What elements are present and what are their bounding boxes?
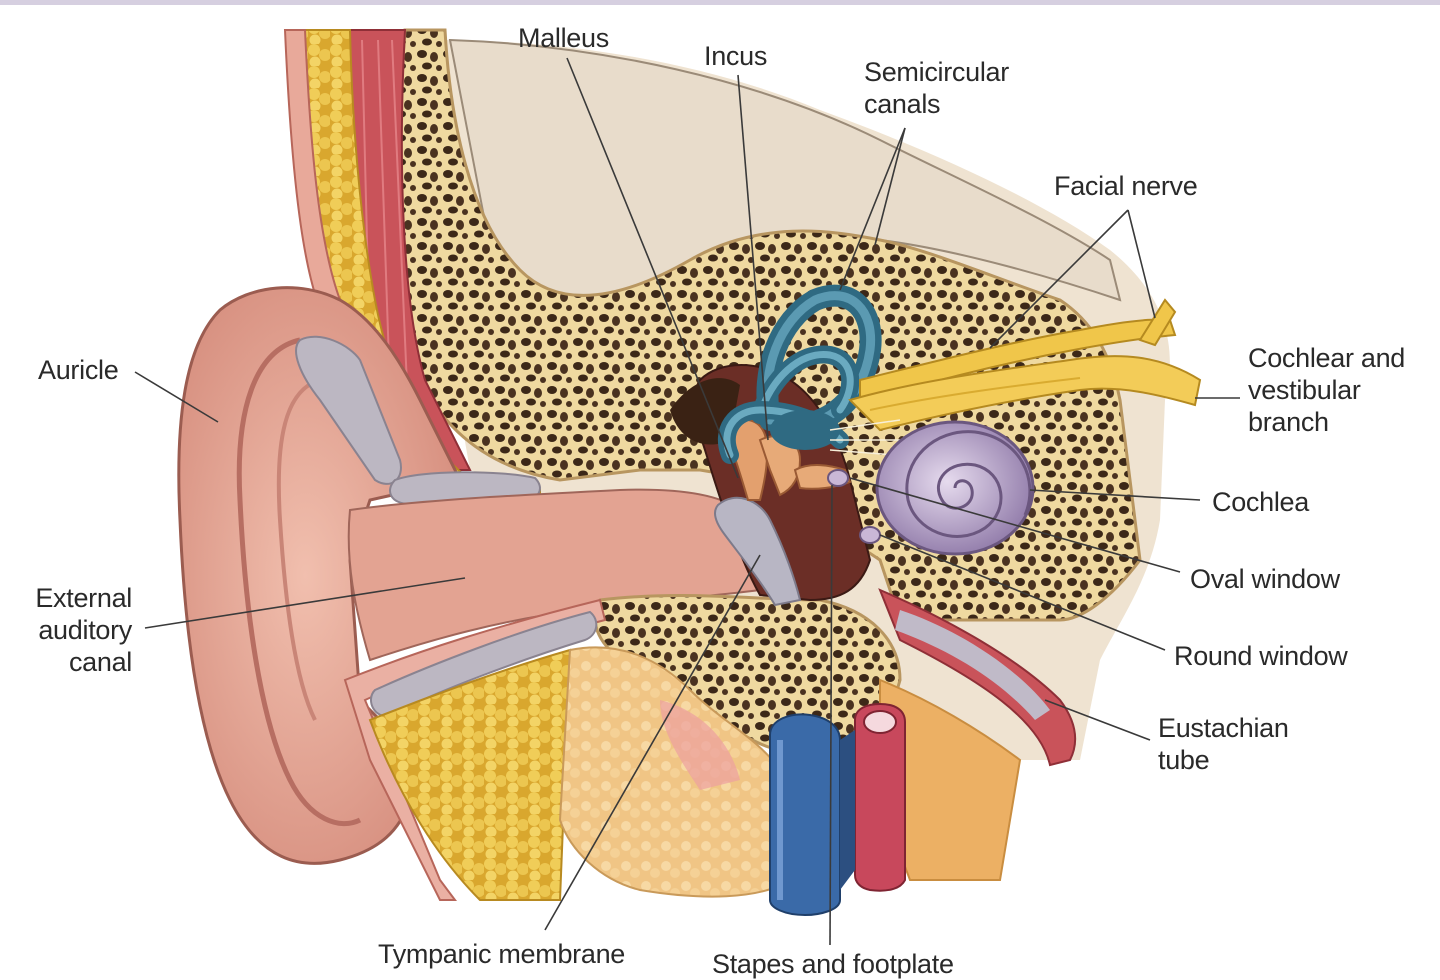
- label-facial-nerve: Facial nerve: [1054, 171, 1198, 201]
- label-round-window: Round window: [1174, 641, 1348, 671]
- leader-facial-a: [989, 209, 1129, 349]
- leader-semicircular-a: [839, 127, 906, 291]
- leader-auricle: [134, 371, 219, 423]
- label-external-auditory-canal: External auditory canal: [35, 583, 132, 677]
- label-semicircular-canals: Semicircular canals: [864, 57, 1009, 119]
- label-malleus: Malleus: [518, 23, 609, 53]
- label-tympanic-membrane: Tympanic membrane: [378, 939, 625, 969]
- tympanic-membrane-shape: [713, 496, 802, 607]
- leader-external: [144, 577, 466, 629]
- cochlear-vestibular-nerve: [848, 355, 1202, 432]
- leader-facial-b: [1127, 209, 1156, 319]
- leader-stapes: [829, 484, 833, 946]
- vestibule: [770, 410, 840, 450]
- internal-carotid-artery: [854, 702, 906, 892]
- label-cochlear-vestibular-branch: Cochlear and vestibular branch: [1248, 343, 1406, 437]
- fat-tissue-lower: [368, 648, 572, 901]
- leader-round: [879, 534, 1166, 651]
- label-stapes-footplate: Stapes and footplate: [712, 949, 954, 979]
- internal-jugular-vein: [769, 713, 841, 917]
- oval-window-shape: [827, 469, 849, 487]
- label-eustachian-tube: Eustachian tube: [1158, 713, 1289, 775]
- leader-semicircular-b: [874, 127, 906, 246]
- leader-tympanic: [544, 554, 761, 931]
- leader-cochlea: [1029, 489, 1201, 501]
- leader-malleus: [566, 57, 739, 479]
- label-incus: Incus: [704, 41, 768, 71]
- label-auricle: Auricle: [38, 355, 119, 385]
- top-rule: [0, 0, 1440, 5]
- malleus-shape: [726, 418, 769, 501]
- label-oval-window: Oval window: [1190, 564, 1340, 594]
- leader-eustachian: [1044, 699, 1151, 741]
- leader-oval: [849, 477, 1181, 573]
- label-cochlea: Cochlea: [1212, 487, 1309, 517]
- lower-right-tissue: [879, 678, 1022, 881]
- round-window-shape: [859, 526, 881, 544]
- leader-incus: [737, 74, 769, 441]
- leader-lines: [134, 57, 1240, 946]
- semicircular-canals-shape: [717, 284, 882, 464]
